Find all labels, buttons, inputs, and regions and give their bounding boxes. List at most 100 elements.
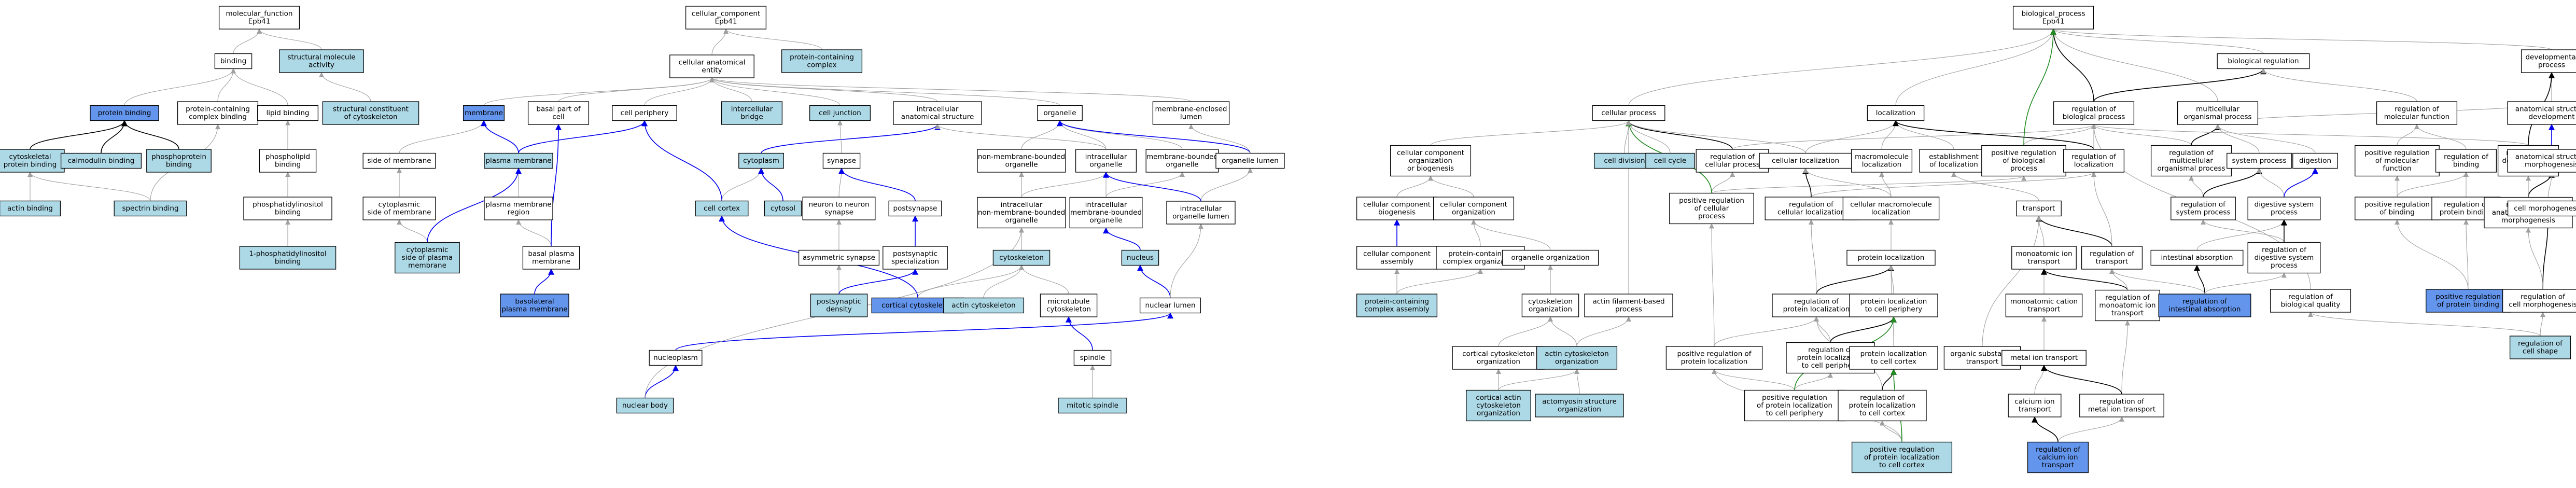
go-term-nuclear-body[interactable]: nuclear body	[616, 397, 674, 414]
go-term-bio-reg[interactable]: biological regulation	[2217, 53, 2310, 69]
go-term-localization[interactable]: localization	[1867, 105, 1925, 121]
go-term-cell-morph[interactable]: cell morphogenesis	[2507, 200, 2576, 217]
go-term-spectrin-binding[interactable]: spectrin binding	[114, 200, 187, 217]
go-term-protein-binding[interactable]: protein binding	[90, 105, 159, 121]
go-term-cytoplasm[interactable]: cytoplasm	[738, 152, 784, 169]
go-term-cell-cycle[interactable]: cell cycle	[1645, 152, 1695, 169]
go-term-prot-loc[interactable]: protein localization	[1846, 249, 1936, 266]
go-term-organelle-org[interactable]: organelle organization	[1502, 249, 1599, 266]
go-term-calmod-binding[interactable]: calmodulin binding	[60, 152, 142, 169]
go-term-anat-morph[interactable]: anatomical structuremorphogenesis	[2507, 149, 2576, 173]
go-term-cellular-process[interactable]: cellular process	[1592, 105, 1665, 121]
go-term-lipid-binding[interactable]: lipid binding	[257, 105, 319, 121]
go-term-asym-synapse[interactable]: asymmetric synapse	[798, 249, 880, 266]
go-term-organelle[interactable]: organelle	[1037, 105, 1083, 121]
go-term-plasma-membrane[interactable]: plasma membrane	[484, 152, 553, 169]
go-term-nuclear-lumen[interactable]: nuclear lumen	[1139, 297, 1201, 314]
go-term-intest-abs[interactable]: intestinal absorption	[2150, 249, 2244, 266]
go-term-synapse[interactable]: synapse	[822, 152, 861, 169]
go-term-cell-periphery[interactable]: cell periphery	[612, 105, 677, 121]
go-term-org-lumen[interactable]: organelle lumen	[1215, 152, 1285, 169]
go-term-spindle[interactable]: spindle	[1073, 350, 1112, 366]
go-term-system-process[interactable]: system process	[2227, 152, 2292, 169]
go-term-cell-cortex[interactable]: cell cortex	[695, 200, 749, 217]
go-term-actin-binding[interactable]: actin binding	[0, 200, 61, 217]
go-term-anat-dev[interactable]: anatomical structuredevelopment	[2507, 101, 2576, 125]
go-term-metal-ion[interactable]: metal ion transport	[2001, 350, 2087, 366]
go-term-mitotic-spindle[interactable]: mitotic spindle	[1058, 397, 1127, 414]
go-term-transport[interactable]: transport	[2016, 200, 2062, 217]
go-term-digestion[interactable]: digestion	[2292, 152, 2338, 169]
go-term-postsynapse[interactable]: postsynapse	[888, 200, 942, 217]
go-term-cell-loc[interactable]: cellular localization	[1759, 152, 1852, 169]
go-term-membrane[interactable]: membrane	[463, 105, 505, 121]
go-term-cell-junction[interactable]: cell junction	[809, 105, 871, 121]
